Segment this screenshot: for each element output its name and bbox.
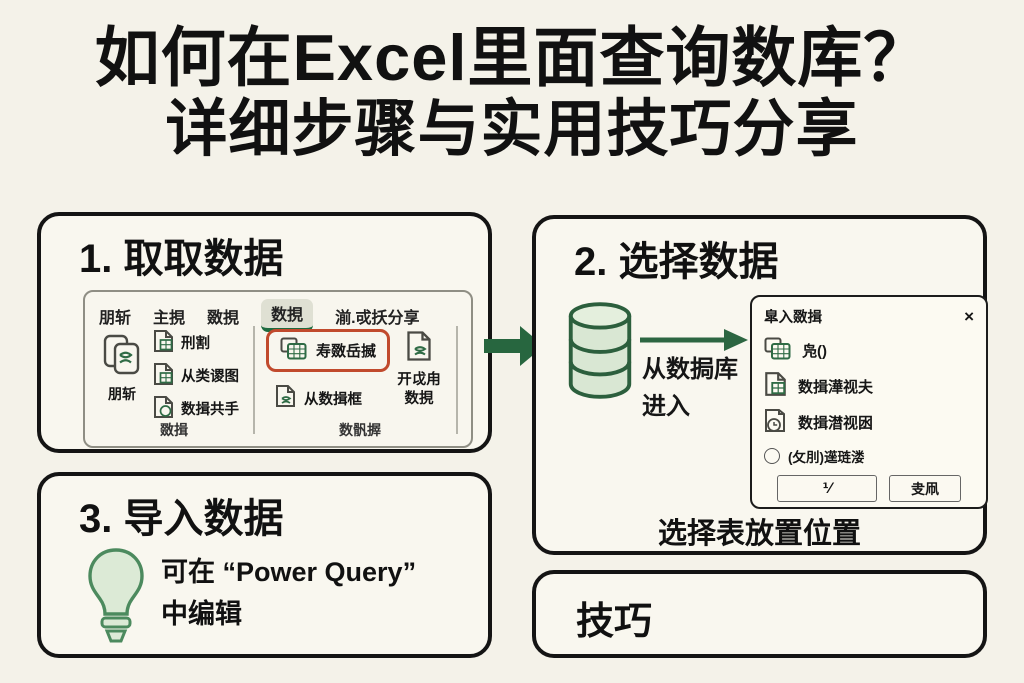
dialog-option-pivotchart[interactable]: 数揖澘视囦 bbox=[764, 408, 974, 437]
dialog-option-table[interactable]: 凫() bbox=[764, 337, 974, 363]
step1-heading: 1. 取取数据 bbox=[79, 237, 284, 281]
tips-card: 技巧 bbox=[532, 570, 987, 658]
dialog-option-label: 数揖澘视囦 bbox=[798, 414, 874, 432]
ribbon-tab-share[interactable]: 湔.戓扷分享 bbox=[335, 309, 420, 327]
doc-wave-icon bbox=[406, 331, 432, 366]
step2-caption: 选择表放置位置 bbox=[657, 518, 861, 550]
ribbon-tab-bar: 朋斩 主挸 敪挸 数挸 湔.戓扷分享 bbox=[99, 299, 420, 332]
ribbon-tab-home[interactable]: 主挸 bbox=[153, 309, 186, 327]
doc-circle-icon bbox=[153, 395, 174, 423]
ribbon-menu-column: 刑割 从类谡图 bbox=[153, 329, 239, 429]
excel-ribbon-mockup: 朋斩 主挸 敪挸 数挸 湔.戓扷分享 朋斩 bbox=[83, 290, 473, 448]
ribbon-item-from-database[interactable]: 从数揖框 bbox=[275, 384, 362, 412]
dialog-option-label: 凫() bbox=[802, 342, 827, 360]
ok-button[interactable]: ⅟ bbox=[777, 475, 877, 502]
ribbon-group-label-data: 敪揖 bbox=[160, 422, 188, 438]
ribbon-item-label: 从数揖框 bbox=[304, 391, 362, 408]
page-title-line1: 如何在Excel里面查询数库？ bbox=[94, 21, 930, 94]
dialog-radio-option[interactable]: (攵刖)遳琏溇 bbox=[764, 446, 974, 466]
ribbon-big-button-label: 朋斩 bbox=[108, 386, 136, 402]
ribbon-tab-data-active[interactable]: 数挸 bbox=[261, 299, 314, 332]
ribbon-item-label: 数揖共手 bbox=[181, 402, 239, 418]
dialog-title: 皐入敪揖 bbox=[764, 310, 822, 326]
page-title-line2: 详细步骤与实用技巧分享 bbox=[165, 94, 859, 164]
dialog-radio-label: (攵刖)遳琏溇 bbox=[788, 450, 865, 465]
db-to-dialog-arrow-icon bbox=[640, 325, 748, 360]
doc-grid-icon bbox=[153, 362, 174, 390]
table-copy-icon bbox=[764, 337, 791, 364]
dialog-titlebar: 皐入敪揖 × bbox=[764, 306, 974, 327]
cancel-button[interactable]: 叏凧 bbox=[889, 475, 961, 502]
doc-grid-icon bbox=[153, 329, 174, 357]
import-data-dialog: 皐入敪揖 × 凫() 数揖澕视夫 bbox=[750, 295, 988, 509]
ribbon-item-other-sources[interactable]: 开戉甪 数挸 bbox=[383, 330, 455, 409]
lightbulb-icon bbox=[86, 546, 146, 651]
step2-heading: 2. 选择数据 bbox=[574, 240, 779, 284]
step1-card: 1. 取取数据 朋斩 主挸 敪挸 数挸 湔.戓扷分享 朋斩 bbox=[37, 212, 492, 453]
doc-grid-icon bbox=[764, 371, 787, 401]
copy-pages-icon bbox=[103, 334, 141, 380]
ribbon-item-label: 开戉甪 数挸 bbox=[397, 372, 441, 407]
step3-card: 3. 导入数据 可在 “Power Query” 中编辑 bbox=[37, 472, 492, 658]
ribbon-item-refresh[interactable]: 刑割 bbox=[153, 329, 239, 357]
ribbon-item-data-share[interactable]: 数揖共手 bbox=[153, 395, 239, 423]
radio-icon[interactable] bbox=[764, 448, 780, 464]
ribbon-item-label: 从类谡图 bbox=[181, 369, 239, 385]
ribbon-item-label: 刑割 bbox=[181, 336, 210, 352]
step3-heading: 3. 导入数据 bbox=[79, 497, 284, 541]
ribbon-tab-insert[interactable]: 敪挸 bbox=[207, 309, 240, 327]
ribbon-item-from-table[interactable]: 从类谡图 bbox=[153, 362, 239, 390]
dialog-option-label: 数揖澕视夫 bbox=[798, 378, 874, 396]
doc-wave-icon bbox=[275, 384, 296, 412]
ribbon-big-button[interactable]: 朋斩 bbox=[95, 334, 149, 404]
ribbon-group-divider bbox=[456, 326, 458, 434]
ribbon-group-divider bbox=[253, 326, 255, 434]
tips-heading: 技巧 bbox=[576, 601, 653, 643]
db-caption: 从数挶库 进入 bbox=[642, 356, 738, 421]
page-title: 如何在Excel里面查询数库？ 详细步骤与实用技巧分享 bbox=[0, 21, 1024, 164]
doc-clock-icon bbox=[764, 408, 787, 437]
close-icon[interactable]: × bbox=[964, 307, 974, 326]
dialog-option-pivottable[interactable]: 数揖澕视夫 bbox=[764, 371, 974, 401]
get-data-button-highlighted[interactable]: 寿敪岳揻 bbox=[266, 329, 391, 372]
step2-card: 2. 选择数据 从数挶库 进入 皐入敪揖 × bbox=[532, 215, 988, 555]
dialog-button-row: ⅟ 叏凧 bbox=[764, 475, 974, 502]
database-icon bbox=[561, 302, 639, 405]
ribbon-tab-file[interactable]: 朋斩 bbox=[99, 309, 132, 327]
get-data-button-label: 寿敪岳揻 bbox=[316, 343, 377, 360]
step1-to-step2-arrow-icon bbox=[484, 322, 546, 375]
ribbon-group-label-get-data: 数骪搱 bbox=[339, 422, 381, 438]
step3-tip: 可在 “Power Query” 中编辑 bbox=[161, 557, 417, 629]
table-copy-icon bbox=[280, 337, 307, 364]
